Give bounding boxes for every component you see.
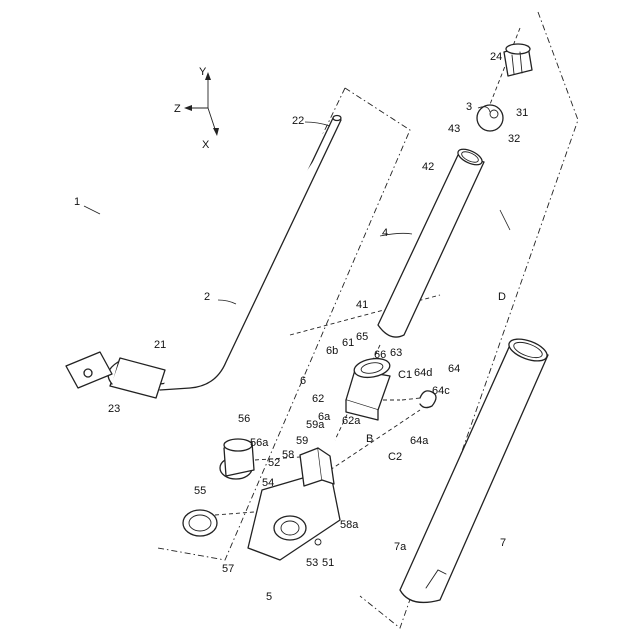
label-58: 58 bbox=[282, 449, 294, 461]
label-7: 7 bbox=[500, 537, 506, 549]
label-53: 53 bbox=[306, 557, 318, 569]
ring-55 bbox=[183, 510, 217, 536]
label-C1: C1 bbox=[398, 369, 412, 381]
label-42: 42 bbox=[422, 161, 434, 173]
label-21: 21 bbox=[154, 339, 166, 351]
label-1: 1 bbox=[74, 196, 80, 208]
label-6b: 6b bbox=[326, 345, 338, 357]
bushing-56 bbox=[220, 439, 254, 479]
label-62a: 62a bbox=[342, 415, 361, 427]
label-66: 66 bbox=[374, 349, 386, 361]
label-54: 54 bbox=[262, 477, 274, 489]
bracket-6 bbox=[346, 356, 391, 420]
label-51: 51 bbox=[322, 557, 334, 569]
axis-label-y: Y bbox=[199, 66, 207, 78]
label-52: 52 bbox=[268, 457, 280, 469]
axis-label-z: Z bbox=[174, 103, 181, 115]
label-2: 2 bbox=[204, 291, 210, 303]
label-D: D bbox=[498, 291, 506, 303]
label-62: 62 bbox=[312, 393, 324, 405]
label-63: 63 bbox=[390, 347, 402, 359]
label-23: 23 bbox=[108, 403, 120, 415]
label-32: 32 bbox=[508, 133, 520, 145]
label-B: B bbox=[366, 433, 373, 445]
label-4: 4 bbox=[382, 227, 388, 239]
label-64: 64 bbox=[448, 363, 460, 375]
label-7a: 7a bbox=[394, 541, 407, 553]
label-64d: 64d bbox=[414, 367, 432, 379]
label-64c: 64c bbox=[432, 385, 450, 397]
rod-2 bbox=[66, 116, 341, 399]
label-5: 5 bbox=[266, 591, 272, 603]
label-65: 65 bbox=[356, 331, 368, 343]
label-31: 31 bbox=[516, 107, 528, 119]
label-56a: 56a bbox=[250, 437, 269, 449]
label-55: 55 bbox=[194, 485, 206, 497]
label-58a: 58a bbox=[340, 519, 359, 531]
label-61: 61 bbox=[342, 337, 354, 349]
label-43: 43 bbox=[448, 123, 460, 135]
label-41: 41 bbox=[356, 299, 368, 311]
label-3: 3 bbox=[466, 101, 472, 113]
label-57: 57 bbox=[222, 563, 234, 575]
cap-24 bbox=[504, 44, 532, 76]
label-22: 22 bbox=[292, 115, 304, 127]
label-59a: 59a bbox=[306, 419, 325, 431]
label-56: 56 bbox=[238, 413, 250, 425]
label-C2: C2 bbox=[388, 451, 402, 463]
tube-4 bbox=[378, 146, 484, 337]
label-64a: 64a bbox=[410, 435, 429, 447]
label-59: 59 bbox=[296, 435, 308, 447]
label-24: 24 bbox=[490, 51, 502, 63]
ball-3 bbox=[477, 105, 503, 131]
axis-label-x: X bbox=[202, 139, 210, 151]
plate-5 bbox=[248, 448, 340, 560]
label-6: 6 bbox=[300, 375, 306, 387]
coordinate-axes-icon bbox=[184, 72, 219, 136]
